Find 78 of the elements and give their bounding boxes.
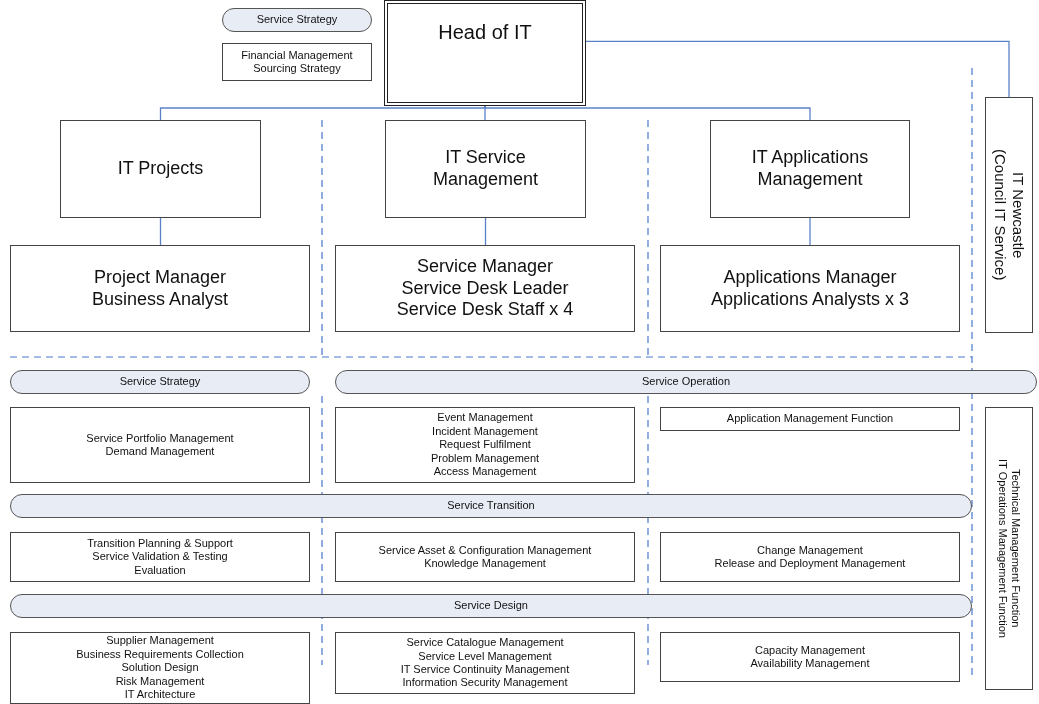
node-text: Applications Analysts x 3 [709, 288, 911, 311]
node-text: Request Fulfilment [438, 438, 532, 452]
node-text: Event Management [436, 411, 534, 425]
node-text: Service Operation [640, 375, 731, 389]
node-text: Business Analyst [90, 288, 230, 311]
node-text: IT Service Management [431, 147, 540, 191]
connector-line [585, 40, 1010, 98]
connector-line [159, 217, 162, 246]
node-text: Applications Manager [722, 266, 898, 289]
node-text: IT Service Continuity Management [399, 663, 571, 677]
node-text: Access Management [432, 465, 538, 479]
phase-pill [10, 494, 972, 518]
phase-pill [10, 370, 310, 394]
node-text: IT Operations Management Function [996, 459, 1009, 638]
node-text: Project Manager [92, 266, 228, 289]
department-box [60, 120, 261, 218]
node-text: Service Strategy [118, 375, 202, 389]
node-text: Service Design [453, 599, 529, 613]
connector-line [809, 217, 811, 246]
node-text: Demand Management [104, 445, 216, 459]
node-text: IT Newcastle [1009, 171, 1028, 259]
process-box [335, 632, 635, 694]
node-text: Technical Management Function [1009, 469, 1023, 628]
node-text: (Council IT Service) [991, 149, 1009, 281]
node-text: Service Desk Leader [400, 277, 570, 300]
node-text: Release and Deployment Management [713, 557, 907, 571]
node-text: Problem Management [429, 451, 541, 466]
process-box [335, 532, 635, 582]
node-text: Service Catalogue Management [405, 636, 565, 650]
phase-pill [335, 370, 1037, 394]
node-text: Capacity Management [753, 643, 867, 657]
node-text: Business Requirements Collection [75, 647, 245, 662]
node-text: Information Security Management [401, 676, 569, 690]
node-text: Service Asset & Configuration Management [377, 543, 593, 557]
node-text: Transition Planning & Support [86, 536, 234, 551]
process-box [222, 43, 372, 81]
process-box [660, 632, 960, 682]
node-text: Service Portfolio Management [85, 431, 235, 445]
process-box [10, 407, 310, 483]
staff-box [335, 245, 635, 332]
process-box [660, 407, 960, 431]
node-text: IT Applications Management [750, 147, 870, 191]
node-text: Service Strategy [255, 13, 339, 27]
node-text: Supplier Management [105, 634, 215, 648]
node-text: Evaluation [133, 563, 187, 578]
node-text: Service Desk Staff x 4 [395, 299, 575, 322]
phase-pill [10, 594, 972, 618]
node-text: Service Validation & Testing [91, 550, 229, 564]
node-text: Service Manager [415, 255, 555, 278]
head-box [384, 0, 586, 106]
node-text: Knowledge Management [423, 557, 547, 571]
node-text: Availability Management [749, 657, 871, 671]
staff-box [660, 245, 960, 332]
node-text: Service Transition [446, 499, 536, 513]
phase-pill [222, 8, 372, 32]
department-box [385, 120, 586, 218]
node-text: Application Management Function [725, 412, 895, 426]
process-box [660, 532, 960, 582]
node-text: Sourcing Strategy [252, 62, 342, 76]
node-text: IT Projects [116, 158, 205, 180]
connector-line [484, 105, 811, 121]
node-text: Change Management [756, 543, 864, 557]
connector-line [484, 217, 487, 246]
node-text: Risk Management [114, 674, 206, 689]
department-box [710, 120, 910, 218]
process-box [10, 632, 310, 704]
department-box [985, 97, 1033, 333]
connector-line [159, 105, 486, 121]
node-text: Financial Management [240, 48, 354, 62]
staff-box [10, 245, 310, 332]
process-box [335, 407, 635, 483]
node-text: Service Level Management [417, 649, 553, 663]
node-text: Head of IT [437, 20, 533, 45]
node-text: IT Architecture [123, 688, 197, 702]
node-text: Incident Management [431, 424, 539, 439]
function-box [985, 407, 1033, 690]
node-text: Solution Design [120, 661, 200, 675]
process-box [10, 532, 310, 582]
